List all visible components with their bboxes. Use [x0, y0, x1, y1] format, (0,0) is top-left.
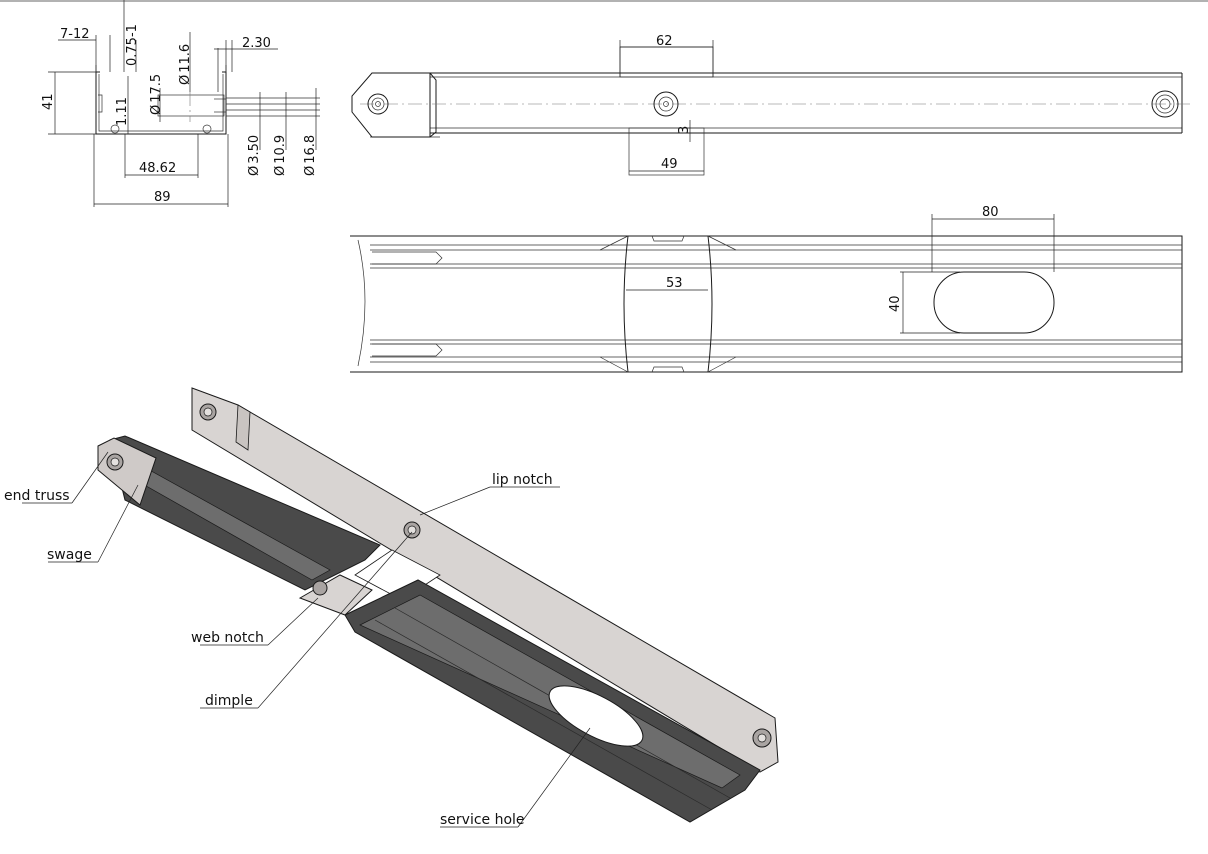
- dim-40: 40: [888, 295, 903, 312]
- dim-0-75-1: 0.75-1: [125, 24, 140, 66]
- dim-1-11: 1.11: [115, 97, 130, 126]
- dim-11-6: Ø11.6: [178, 44, 193, 85]
- end-truss-plate-top: [351, 72, 437, 138]
- iso-service-hole: [548, 685, 644, 747]
- label-service-hole: service hole: [440, 812, 525, 828]
- top-view: 62 49 3: [0, 0, 1208, 176]
- dim-7-12: 7-12: [60, 27, 90, 42]
- iso-flange-1: [109, 435, 381, 591]
- label-swage: swage: [47, 547, 92, 563]
- dim-89: 89: [154, 190, 171, 205]
- label-lip-notch: lip notch: [492, 472, 553, 488]
- dim-2-30: 2.30: [242, 36, 271, 51]
- dim-3: 3: [677, 126, 692, 134]
- dim-41: 41: [41, 93, 56, 110]
- section-view: 7-12 0.75-1 41 1.11 48.62 89 Ø17.5 Ø: [41, 0, 320, 207]
- iso-web: [191, 387, 779, 773]
- dim-80: 80: [982, 205, 999, 220]
- dim-62: 62: [656, 34, 673, 49]
- isometric-view: [97, 387, 779, 823]
- dim-53: 53: [666, 276, 683, 291]
- dim-48-62: 48.62: [139, 161, 176, 176]
- dim-49: 49: [661, 157, 678, 172]
- dim-3-50: Ø3.50: [247, 135, 262, 176]
- callouts: end truss swage lip notch web notch dimp…: [4, 451, 591, 828]
- label-web-notch: web notch: [191, 630, 264, 646]
- service-hole-front: [933, 271, 1055, 334]
- section-profile-inner: [98, 74, 224, 132]
- lip-notch-bottom: [628, 127, 705, 176]
- dim-17-5: Ø17.5: [149, 74, 164, 115]
- label-dimple: dimple: [205, 693, 253, 709]
- dim-16-8: Ø16.8: [303, 135, 318, 176]
- dim-10-9: Ø10.9: [273, 135, 288, 176]
- label-end-truss: end truss: [4, 488, 70, 504]
- front-view: 80 53 40: [350, 205, 1183, 373]
- section-profile: [95, 71, 227, 135]
- web-notch-front: [623, 235, 713, 373]
